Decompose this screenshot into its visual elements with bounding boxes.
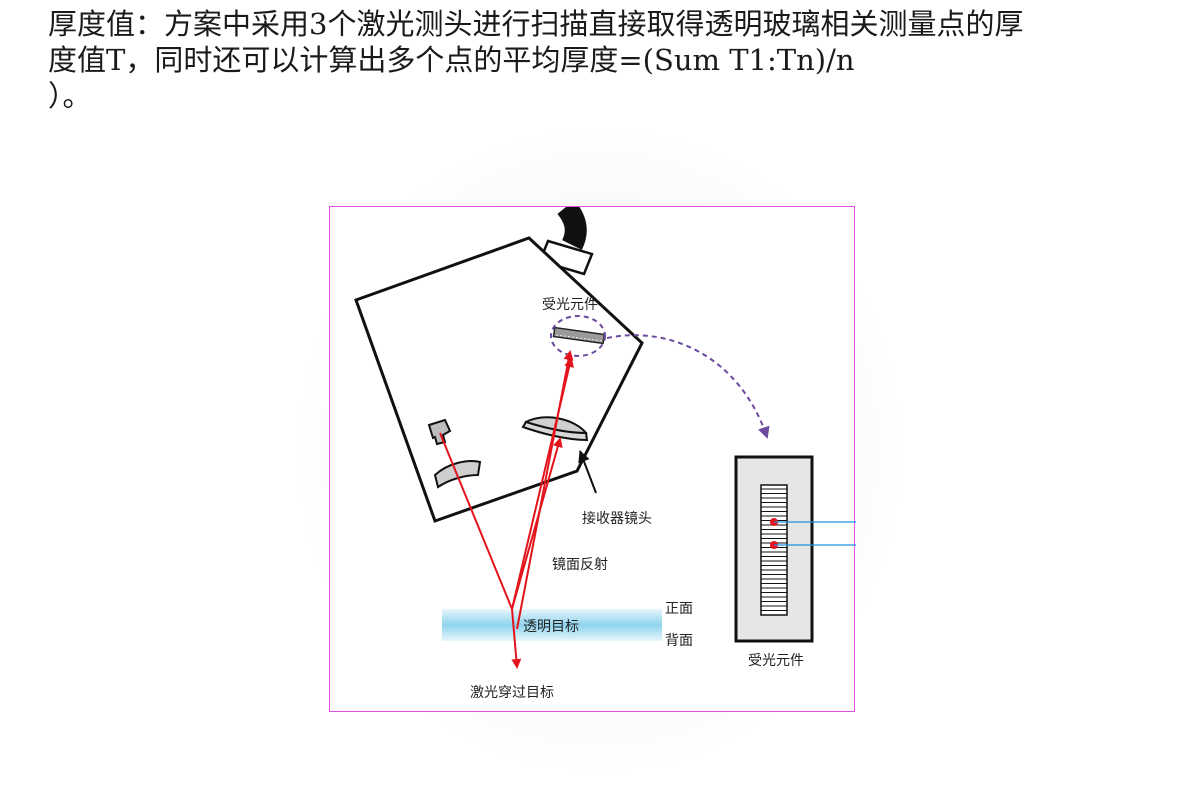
transparent-target-label: 透明目标 [523,619,579,635]
laser-through-label: 激光穿过目标 [470,684,554,701]
sensor-cable [557,207,587,250]
laser-thickness-diagram: 受光元件 接收器镜头 透明目标 正面 背面 镜面反射 激光穿过目标 受光元件 [329,206,856,712]
incident-beam [439,432,513,610]
laser-emitter-icon [427,418,452,446]
receiver-highlight-circle [550,315,606,357]
laser-sensor-housing [354,236,644,523]
thickness-dimension [774,521,856,546]
description-paragraph: 厚度值：方案中采用3个激光测头进行扫描直接取得透明玻璃相关测量点的厚 度值T，同… [48,6,1178,114]
diagram-svg: 受光元件 接收器镜头 透明目标 正面 背面 镜面反射 激光穿过目标 受光元件 [354,207,856,701]
description-line-3: ）。 [48,79,92,113]
specular-reflection-label: 镜面反射 [552,557,608,573]
receiver-lens-label: 接收器镜头 [582,510,652,527]
through-beam [511,608,522,669]
sensor-element-label: 受光元件 [748,653,804,669]
back-surface-label: 背面 [665,633,693,649]
description-line-2: 度值T，同时还可以计算出多个点的平均厚度=(Sum T1:Tn)/n [48,43,855,77]
back-reflection-beam [511,437,563,610]
transparent-target-glass [442,609,662,641]
laser-beams [439,350,575,669]
front-surface-label: 正面 [665,601,693,617]
receiver-element-label: 受光元件 [542,297,598,313]
description-line-1: 厚度值：方案中采用3个激光测头进行扫描直接取得透明玻璃相关测量点的厚 [48,7,1024,41]
sensor-pixel-array [760,484,788,616]
front-reflection-beam-b [516,350,574,630]
lens-pointer-arrow [578,450,597,494]
